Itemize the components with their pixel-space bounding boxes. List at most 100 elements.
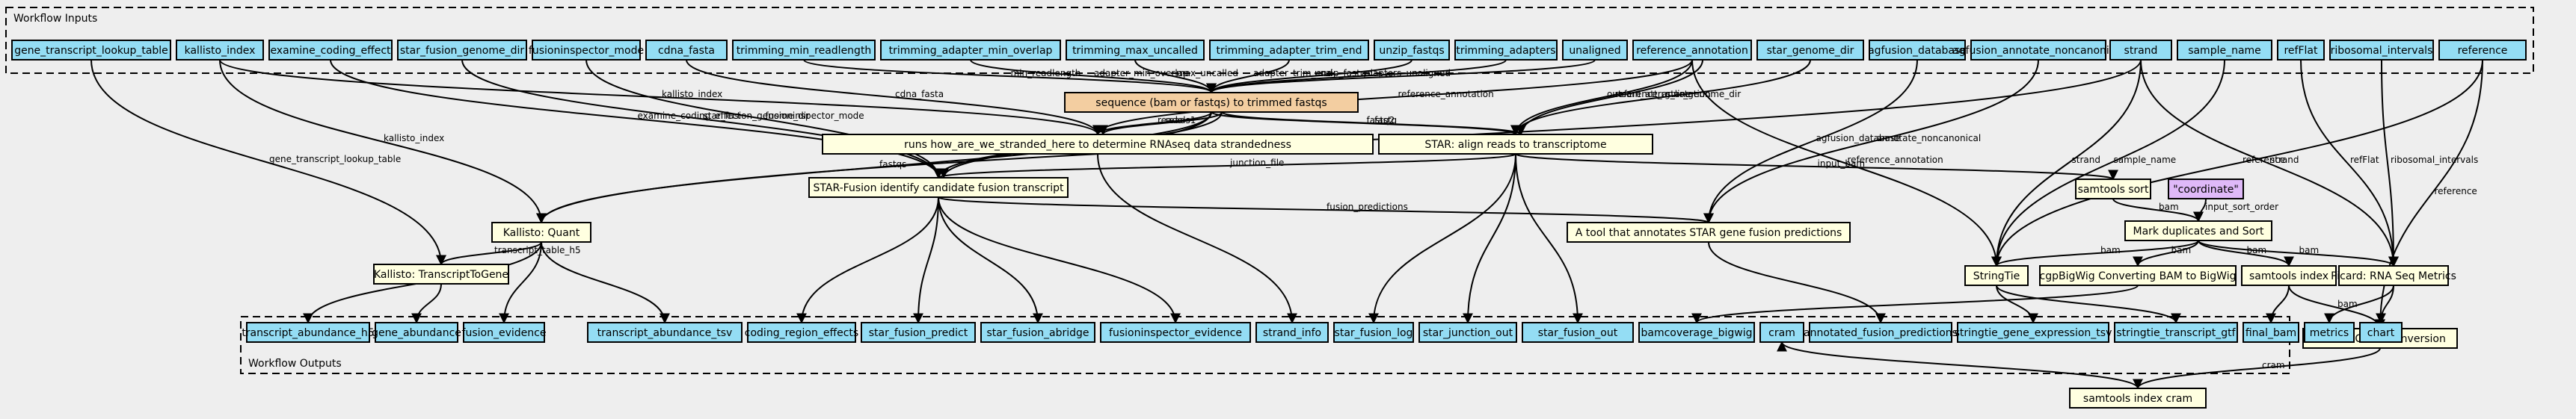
input-agfusion_annotate_noncanonical[interactable]: agfusion_annotate_noncanonical — [1952, 40, 2124, 60]
step-box — [373, 264, 509, 285]
step-sort[interactable]: samtools sort — [2075, 179, 2151, 199]
edge-fusioninspector_mode-to-starfusion — [585, 59, 944, 179]
edge-label: max_uncalled — [1176, 68, 1238, 78]
input-ribosomal_intervals[interactable]: ribosomal_intervals — [2329, 40, 2434, 60]
edge-trim-to-kallisto — [536, 111, 1212, 224]
input-trimming_max_uncalled[interactable]: trimming_max_uncalled — [1066, 40, 1205, 60]
output-annotated_fusion_predictions[interactable]: annotated_fusion_predictions — [1804, 322, 1958, 343]
output-star_fusion_abridge[interactable]: star_fusion_abridge — [980, 322, 1095, 343]
edge-ribosomal_intervals-to-picard — [2381, 59, 2399, 267]
input-reference[interactable]: reference — [2438, 40, 2527, 60]
input-star_genome_dir[interactable]: star_genome_dir — [1756, 40, 1864, 60]
step-picard[interactable]: Picard: RNA Seq Metrics — [2331, 265, 2456, 286]
input-star_fusion_genome_dir[interactable]: star_fusion_genome_dir — [397, 40, 527, 60]
step-box — [1378, 134, 1653, 155]
edge-star_fusion_genome_dir-to-starfusion — [461, 59, 944, 179]
edge-label: adapter_min_overlap — [1094, 68, 1189, 78]
output-star_fusion_out[interactable]: star_fusion_out — [1522, 322, 1634, 343]
input-unaligned[interactable]: unaligned — [1562, 40, 1628, 60]
output-label: star_junction_out — [1423, 327, 1513, 339]
input-gene_transcript_lookup_table[interactable]: gene_transcript_lookup_table — [11, 40, 171, 60]
step-starfusion[interactable]: STAR-Fusion identify candidate fusion tr… — [808, 177, 1069, 198]
edge-kallisto-to-transcript_abundance_tsv — [541, 241, 670, 324]
input-label: cdna_fasta — [658, 45, 715, 57]
output-final_bam[interactable]: final_bam — [2243, 322, 2299, 343]
edge-kallisto_index-to-kallisto — [219, 59, 547, 224]
edge-label: kallisto_index — [662, 89, 722, 99]
input-box — [732, 40, 876, 60]
edge-markdup-to-stringtie — [1991, 240, 2199, 267]
output-transcript_abundance_h5[interactable]: transcript_abundance_h5 — [242, 322, 375, 343]
output-chart[interactable]: chart — [2359, 322, 2403, 343]
edge-reference_annotation-to-strandedness — [1092, 59, 1693, 136]
edge-label: unzip_fastqs — [1315, 68, 1371, 78]
input-label: trimming_adapter_min_overlap — [889, 45, 1053, 57]
input-kallisto_index[interactable]: kallisto_index — [176, 40, 264, 60]
output-star_fusion_predict[interactable]: star_fusion_predict — [861, 322, 976, 343]
step-index[interactable]: samtools index — [2241, 265, 2337, 286]
edge-label: bam — [2159, 202, 2179, 212]
output-metrics[interactable]: metrics — [2304, 322, 2355, 343]
step-box — [2039, 265, 2237, 286]
output-label: strand_info — [1263, 327, 1321, 339]
input-trimming_adapter_min_overlap[interactable]: trimming_adapter_min_overlap — [880, 40, 1061, 60]
input-label: trimming_max_uncalled — [1072, 45, 1198, 57]
output-transcript_abundance_tsv[interactable]: transcript_abundance_tsv — [587, 322, 743, 343]
output-fusioninspector_evidence[interactable]: fusioninspector_evidence — [1100, 322, 1251, 343]
input-trimming_adapters[interactable]: trimming_adapters — [1454, 40, 1558, 60]
step-strandedness[interactable]: runs how_are_we_stranded_here to determi… — [822, 134, 1374, 155]
edge-label: transcript_table_h5 — [494, 245, 581, 255]
output-star_fusion_log[interactable]: star_fusion_log — [1333, 322, 1414, 343]
edge-sort-to-markdup — [2112, 198, 2204, 223]
step-star[interactable]: STAR: align reads to transcriptome — [1378, 134, 1653, 155]
input-agfusion_database[interactable]: agfusion_database — [1868, 40, 1967, 60]
input-trimming_min_readlength[interactable]: trimming_min_readlength — [732, 40, 876, 60]
edge-strandedness-to-strand_info — [1097, 153, 1297, 324]
input-unzip_fastqs[interactable]: unzip_fastqs — [1374, 40, 1450, 60]
input-box — [397, 40, 527, 60]
step-kallisto[interactable]: Kallisto: Quant — [491, 222, 591, 243]
input-label: unaligned — [1569, 45, 1620, 57]
input-cdna_fasta[interactable]: cdna_fasta — [645, 40, 728, 60]
output-star_junction_out[interactable]: star_junction_out — [1418, 322, 1517, 343]
output-label: annotated_fusion_predictions — [1804, 327, 1958, 339]
edge-agfusion_database-to-agfusion — [1703, 59, 1918, 224]
input-strand[interactable]: strand — [2109, 40, 2172, 60]
step-agfusion[interactable]: A tool that annotates STAR gene fusion p… — [1567, 222, 1851, 243]
output-fusion_evidence[interactable]: fusion_evidence — [462, 322, 547, 343]
output-stringtie_transcript_gtf[interactable]: stringtie_transcript_gtf — [2114, 322, 2238, 343]
edge-label: outsam_attrrg_line — [1607, 89, 1691, 99]
output-strand_info[interactable]: strand_info — [1255, 322, 1329, 343]
edge-coord-to-markdup — [2193, 198, 2207, 223]
output-stringtie_gene_expression_tsv[interactable]: stringtie_gene_expression_tsv — [1955, 322, 2112, 343]
input-trimming_adapter_trim_end[interactable]: trimming_adapter_trim_end — [1209, 40, 1369, 60]
step-markdup[interactable]: Mark duplicates and Sort — [2124, 220, 2272, 241]
input-fusioninspector_mode[interactable]: fusioninspector_mode — [529, 40, 644, 60]
output-cram[interactable]: cram — [1759, 322, 1804, 343]
edge-label: reads1 — [1166, 115, 1196, 125]
output-gene_abundance[interactable]: gene_abundance — [372, 322, 461, 343]
step-coord[interactable]: "coordinate" — [2168, 179, 2244, 199]
output-bamcoverage_bigwig[interactable]: bamcoverage_bigwig — [1638, 322, 1755, 343]
step-indexcram[interactable]: samtools index cram — [2069, 388, 2207, 409]
edge-index-to-final_bam — [2266, 285, 2290, 324]
step-tx2gene[interactable]: Kallisto: TranscriptToGene — [373, 264, 509, 285]
input-examine_coding_effect[interactable]: examine_coding_effect — [268, 40, 393, 60]
input-reference_annotation[interactable]: reference_annotation — [1632, 40, 1752, 60]
input-label: reference — [2458, 45, 2508, 57]
input-refFlat[interactable]: refFlat — [2277, 40, 2325, 60]
edge-star-to-starfusion — [933, 153, 1516, 179]
output-coding_region_effects[interactable]: coding_region_effects — [745, 322, 858, 343]
edge-reference_annotation-to-star — [1510, 59, 1693, 136]
step-label: A tool that annotates STAR gene fusion p… — [1576, 227, 1842, 239]
step-trim[interactable]: sequence (bam or fastqs) to trimmed fast… — [1064, 92, 1359, 113]
input-sample_name[interactable]: sample_name — [2177, 40, 2272, 60]
step-box — [1964, 265, 2029, 286]
step-bigwig[interactable]: cgpBigWig Converting BAM to BigWig — [2039, 265, 2237, 286]
step-stringtie[interactable]: StringTie — [1964, 265, 2029, 286]
edge-label: gene_transcript_lookup_table — [269, 154, 401, 164]
edge-labels: gene_transcript_lookup_table kallisto_ind… — [269, 68, 2478, 370]
step-box — [2075, 179, 2151, 199]
